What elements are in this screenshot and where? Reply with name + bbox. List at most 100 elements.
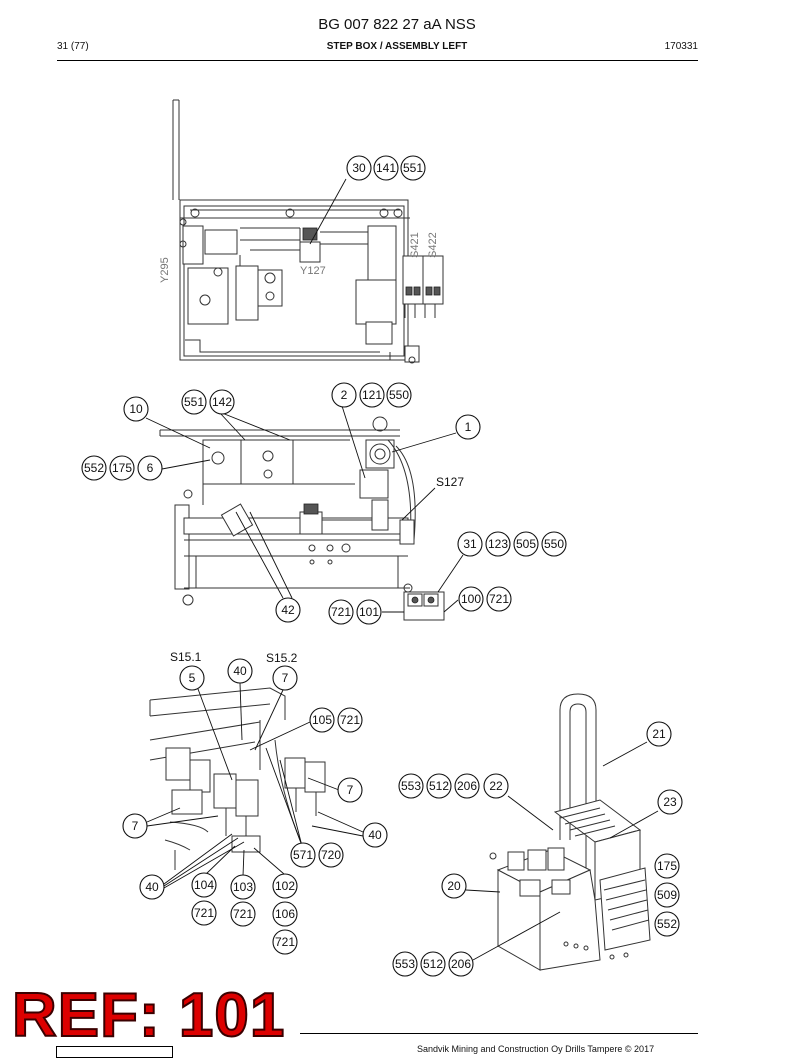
callout-bubble: 206 bbox=[448, 951, 474, 977]
svg-text:5: 5 bbox=[189, 671, 196, 685]
callout-bubble: 553 bbox=[398, 773, 424, 799]
callout-bubble: 10 bbox=[123, 396, 149, 422]
svg-text:123: 123 bbox=[488, 537, 508, 551]
callout-bubble: 121 bbox=[359, 382, 385, 408]
svg-text:10: 10 bbox=[129, 402, 143, 416]
callout-bubble: 552 bbox=[81, 455, 107, 481]
callout-bubble: 1 bbox=[455, 414, 481, 440]
callout-bubble: 142 bbox=[209, 389, 235, 415]
callout-bubble: 7 bbox=[272, 665, 298, 691]
svg-text:206: 206 bbox=[451, 957, 471, 971]
callout-bubble: 102 bbox=[272, 873, 298, 899]
view-2-step-box-side: S127 10 551 142 2 121 550 1 552 175 6 31… bbox=[81, 382, 567, 625]
svg-text:100: 100 bbox=[461, 592, 481, 606]
view-4-step-box-isometric: 21 553 512 206 22 23 175 509 552 20 553 … bbox=[392, 693, 683, 977]
section-title: STEP BOX / ASSEMBLY LEFT bbox=[326, 41, 468, 52]
callout-bubble: 100 bbox=[458, 586, 484, 612]
callout-bubble: 104 bbox=[191, 872, 217, 898]
svg-text:552: 552 bbox=[657, 917, 677, 931]
svg-text:106: 106 bbox=[275, 907, 295, 921]
callout-bubble: 40 bbox=[362, 822, 388, 848]
signal-label-s422: S422 bbox=[427, 232, 439, 258]
svg-text:40: 40 bbox=[145, 880, 159, 894]
callout-bubble: 20 bbox=[441, 873, 467, 899]
callout-bubble: 550 bbox=[541, 531, 567, 557]
svg-text:103: 103 bbox=[233, 880, 253, 894]
callout-bubble: 103 bbox=[230, 874, 256, 900]
svg-text:206: 206 bbox=[457, 779, 477, 793]
svg-text:121: 121 bbox=[362, 388, 382, 402]
callout-bubble: 509 bbox=[654, 882, 680, 908]
callout-bubble: 721 bbox=[328, 599, 354, 625]
callout-bubble: 141 bbox=[373, 155, 399, 181]
callout-bubble: 512 bbox=[426, 773, 452, 799]
svg-text:23: 23 bbox=[663, 795, 677, 809]
callout-bubble: 721 bbox=[486, 586, 512, 612]
signal-label-y127: Y127 bbox=[300, 265, 326, 277]
callout-bubble: 721 bbox=[272, 929, 298, 955]
signal-label-y295: Y295 bbox=[159, 257, 171, 283]
svg-text:30: 30 bbox=[352, 161, 366, 175]
callout-bubble: 31 bbox=[457, 531, 483, 557]
svg-text:552: 552 bbox=[84, 461, 104, 475]
svg-text:40: 40 bbox=[368, 828, 382, 842]
svg-text:551: 551 bbox=[403, 161, 423, 175]
callout-bubble: 22 bbox=[483, 773, 509, 799]
callout-bubble: 40 bbox=[139, 874, 165, 900]
signal-label-s421: S421 bbox=[409, 232, 421, 258]
svg-text:20: 20 bbox=[447, 879, 461, 893]
svg-text:721: 721 bbox=[275, 935, 295, 949]
callout-bubble: 175 bbox=[109, 455, 135, 481]
svg-text:7: 7 bbox=[132, 819, 139, 833]
callout-bubble: 105 bbox=[309, 707, 335, 733]
copyright-text: Sandvik Mining and Construction Oy Drill… bbox=[417, 1044, 655, 1054]
svg-text:721: 721 bbox=[233, 907, 253, 921]
callout-bubble: 101 bbox=[356, 599, 382, 625]
callout-bubble: 721 bbox=[230, 901, 256, 927]
callout-bubble: 571 bbox=[290, 842, 316, 868]
svg-text:175: 175 bbox=[657, 859, 677, 873]
callout-bubble: 721 bbox=[337, 707, 363, 733]
page-number: 31 (77) bbox=[57, 41, 89, 52]
svg-text:1: 1 bbox=[465, 420, 472, 434]
callout-bubble: 720 bbox=[318, 842, 344, 868]
callout-bubble: 21 bbox=[646, 721, 672, 747]
svg-text:721: 721 bbox=[331, 605, 351, 619]
svg-text:7: 7 bbox=[282, 671, 289, 685]
callout-bubble: 512 bbox=[420, 951, 446, 977]
svg-text:101: 101 bbox=[359, 605, 379, 619]
view-3-switch-detail: S15.1 S15.2 5 40 7 105 721 7 7 40 571 72… bbox=[122, 650, 388, 955]
view-1-step-box-top: Y295 Y127 S421 S422 30 141 551 bbox=[159, 99, 444, 364]
signal-label-s127: S127 bbox=[436, 475, 464, 489]
svg-text:42: 42 bbox=[281, 603, 295, 617]
callout-bubble: 551 bbox=[400, 155, 426, 181]
svg-text:7: 7 bbox=[347, 783, 354, 797]
svg-text:2: 2 bbox=[341, 388, 348, 402]
svg-text:6: 6 bbox=[147, 461, 154, 475]
callout-bubble: 42 bbox=[275, 597, 301, 623]
callout-bubble: 6 bbox=[137, 455, 163, 481]
callout-bubble: 552 bbox=[654, 911, 680, 937]
svg-text:512: 512 bbox=[423, 957, 443, 971]
callout-bubble: 553 bbox=[392, 951, 418, 977]
footer-rule bbox=[300, 1033, 698, 1034]
callout-bubble: 106 bbox=[272, 901, 298, 927]
svg-text:102: 102 bbox=[275, 879, 295, 893]
svg-text:21: 21 bbox=[652, 727, 666, 741]
svg-text:512: 512 bbox=[429, 779, 449, 793]
callout-bubble: 505 bbox=[513, 531, 539, 557]
svg-text:721: 721 bbox=[340, 713, 360, 727]
callout-bubble: 40 bbox=[227, 658, 253, 684]
signal-label-s15-1: S15.1 bbox=[170, 650, 202, 664]
svg-text:571: 571 bbox=[293, 848, 313, 862]
signal-label-s15-2: S15.2 bbox=[266, 651, 298, 665]
header-rule bbox=[57, 60, 698, 61]
svg-text:553: 553 bbox=[401, 779, 421, 793]
callout-bubble: 175 bbox=[654, 853, 680, 879]
svg-text:721: 721 bbox=[489, 592, 509, 606]
svg-text:550: 550 bbox=[544, 537, 564, 551]
callout-bubble: 551 bbox=[181, 389, 207, 415]
reference-watermark: REF: 101 bbox=[11, 981, 286, 1050]
svg-text:721: 721 bbox=[194, 906, 214, 920]
svg-text:142: 142 bbox=[212, 395, 232, 409]
